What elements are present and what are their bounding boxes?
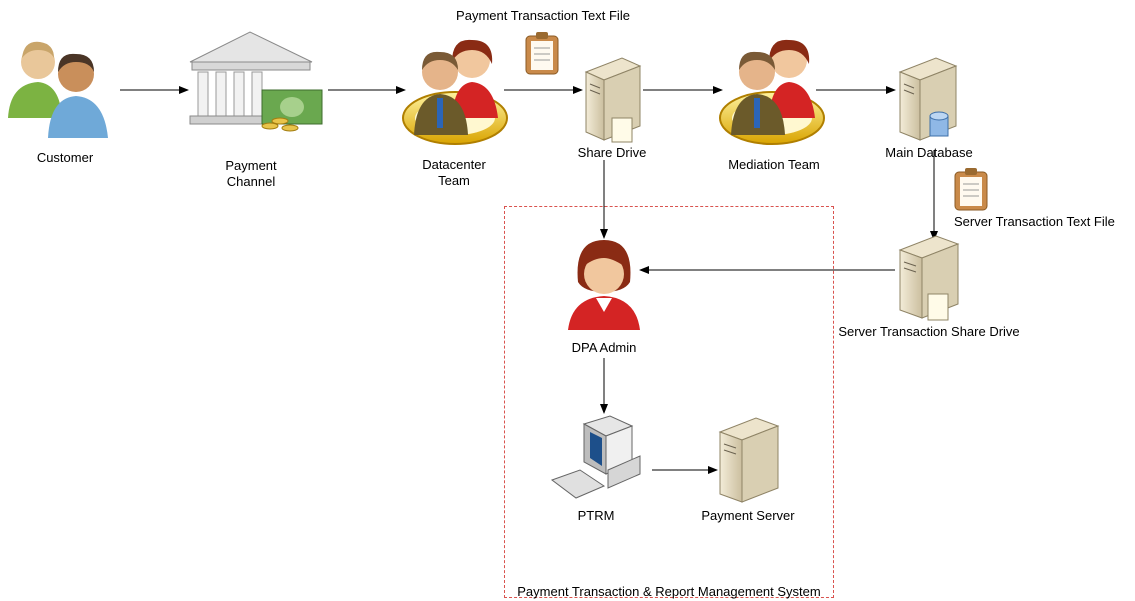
bank-icon — [189, 31, 323, 132]
server-icon — [718, 417, 780, 503]
main-database-label: Main Database — [885, 145, 973, 160]
server-file-label: Server Transaction Text File — [954, 214, 1115, 229]
payment-channel-label: Payment Channel — [206, 158, 296, 190]
server-share-drive-label: Server Transaction Share Drive — [838, 324, 1020, 339]
share-drive-label: Share Drive — [577, 145, 647, 160]
woman-user-icon — [568, 240, 640, 330]
database-server-icon — [898, 57, 958, 141]
mediation-team-label: Mediation Team — [728, 157, 820, 172]
server-icon — [898, 235, 960, 321]
computer-icon — [550, 415, 641, 499]
datacenter-team-label-line2: Team — [438, 173, 470, 188]
payment-channel-label-line2: Channel — [226, 174, 276, 189]
dpa-admin-label: DPA Admin — [571, 340, 637, 355]
clipboard-icon — [525, 32, 559, 75]
payment-file-label: Payment Transaction Text File — [456, 8, 630, 23]
payment-channel-label-line1: Payment — [225, 158, 277, 173]
datacenter-team-label-line1: Datacenter — [422, 157, 486, 172]
boundary-label: Payment Transaction & Report Management … — [517, 584, 821, 599]
connectors — [120, 86, 938, 474]
server-icon — [584, 57, 642, 143]
ptrm-label: PTRM — [577, 508, 615, 523]
team-icon — [402, 39, 508, 145]
clipboard-icon — [954, 168, 988, 211]
payment-server-label: Payment Server — [701, 508, 795, 523]
system-boundary — [504, 206, 834, 598]
customer-label: Customer — [36, 150, 94, 165]
people-icon — [8, 41, 108, 138]
team-icon — [719, 39, 825, 145]
datacenter-team-label: Datacenter Team — [409, 157, 499, 189]
